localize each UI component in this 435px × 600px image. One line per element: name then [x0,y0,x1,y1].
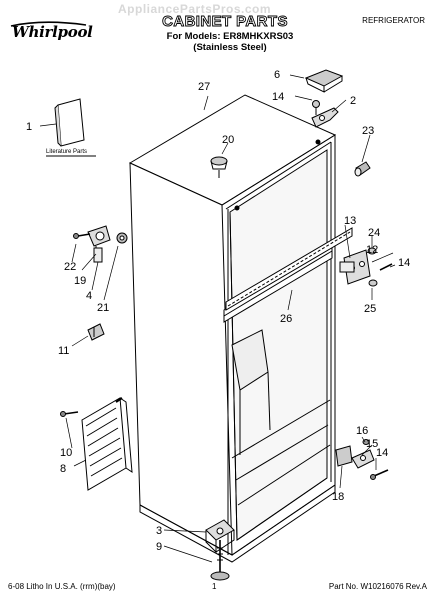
footer-litho: 6-08 Litho In U.S.A. (rrm)(bay) [8,582,116,591]
model-finish: (Stainless Steel) [193,42,267,53]
callout-22: 22 [64,261,76,273]
callout-12: 12 [366,244,378,256]
category-label: REFRIGERATOR [362,16,425,25]
cabinet-shell [128,94,337,563]
callout-23: 23 [362,125,374,137]
clip-icon [87,323,105,341]
callout-14-middle: 14 [398,257,410,269]
brand-logo: Whirlpool [8,20,93,46]
page-title: CABINET PARTS [162,13,288,31]
callout-6: 6 [274,69,280,81]
center-hinge-icon [339,247,393,287]
leveling-leg-icon [210,540,230,581]
watermark: AppliancePartsPros.com [118,2,272,16]
callout-10: 10 [60,447,72,459]
callout-9: 9 [156,541,162,553]
callout-24: 24 [368,227,380,239]
callout-8: 8 [60,463,66,475]
callout-2: 2 [350,95,356,107]
callout-16: 16 [356,425,368,437]
literature-parts-icon [46,98,96,157]
callout-1: 1 [26,121,32,133]
access-panel-icon [81,397,133,491]
door-plug-icon [354,161,371,177]
top-hinge-icon [311,100,339,128]
callout-14-bottom: 14 [376,447,388,459]
callout-26: 26 [280,313,292,325]
callout-3: 3 [156,525,162,537]
mullion-heater [225,227,353,311]
callout-21: 21 [97,302,109,314]
callout-11: 11 [58,345,69,357]
callout-20: 20 [222,134,234,146]
leveling-bracket-icon [205,519,235,554]
model-info: For Models: ER8MHKXRS03 (Stainless Steel… [150,31,310,53]
callout-4: 4 [86,290,92,302]
callout-19: 19 [74,275,86,287]
brand-swoosh-icon [10,21,87,27]
callout-27: 27 [198,81,210,93]
callout-14-top: 14 [272,91,284,103]
callout-18: 18 [332,491,344,503]
valve-assembly-icon [73,225,128,263]
leader-lines [39,74,396,563]
footer-page-number: 1 [212,582,217,591]
hinge-cover-icon [304,69,344,93]
callout-numbers: 1 27 6 14 2 23 20 13 24 12 14 25 26 22 1… [26,69,410,553]
brand-name: Whirlpool [12,23,93,41]
cabinet-cap-icon [210,156,228,178]
footer-part-number: Part No. W10216076 Rev.A [328,582,427,591]
bottom-hinge-icon [335,439,389,480]
callout-25: 25 [364,303,376,315]
callout-13: 13 [344,215,356,227]
model-number: For Models: ER8MHKXRS03 [166,31,294,42]
screw-icon [60,411,79,417]
literature-parts-label: Literature Parts [46,149,87,155]
callout-15: 15 [366,438,378,450]
